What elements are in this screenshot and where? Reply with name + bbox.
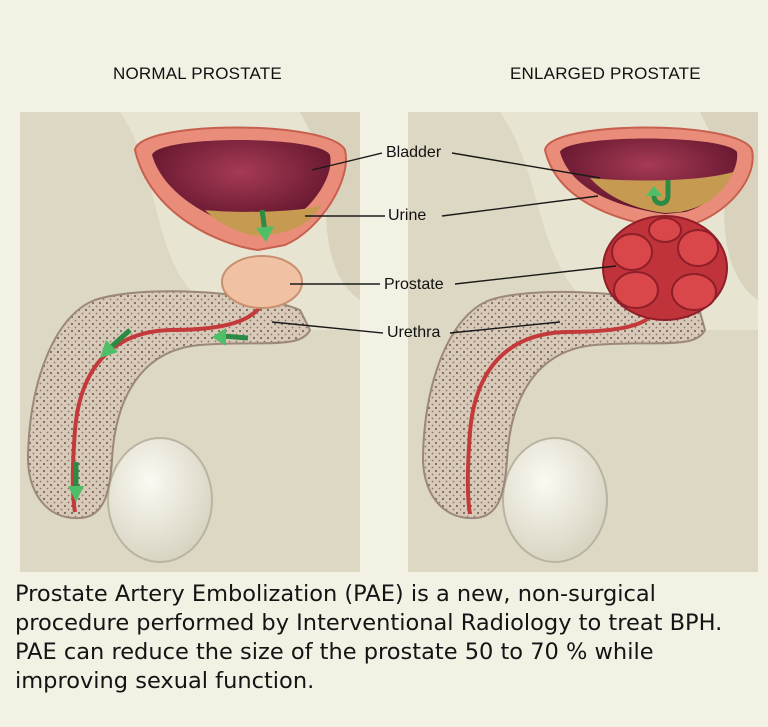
- enlarged-urethra: [465, 299, 664, 515]
- urine-label: Urine: [388, 207, 427, 224]
- urethra-leader-left: [271, 321, 384, 334]
- enlarged-testicle: [502, 437, 608, 563]
- normal-testicle: [107, 437, 213, 563]
- prostate-lobe: [613, 271, 659, 309]
- prostate-leader-right: [454, 265, 617, 285]
- bladder-leader-left: [311, 152, 383, 171]
- normal-arrow-head-4: [68, 486, 84, 502]
- enlarged-blocked-flow-arrow: [651, 180, 671, 206]
- normal-prostate: [221, 255, 303, 309]
- enlarged-prostate: [602, 215, 728, 321]
- normal-arrow-head-3: [100, 340, 118, 358]
- enlarged-penis-tissue: [421, 290, 707, 520]
- prostate-lobe: [611, 233, 653, 271]
- normal-panel: [20, 112, 360, 572]
- urethra-label: Urethra: [387, 324, 441, 341]
- bladder-leader-right: [451, 152, 601, 179]
- normal-bladder-interior: [152, 140, 331, 231]
- enlarged-panel: [408, 112, 758, 572]
- normal-penis-tissue: [26, 290, 312, 520]
- normal-prostate-title: NORMAL PROSTATE: [113, 64, 282, 83]
- enlarged-prostate-title: ENLARGED PROSTATE: [510, 64, 701, 83]
- urethra-leader-right: [449, 321, 561, 334]
- prostate-lobe: [648, 217, 682, 243]
- caption-text: Prostate Artery Embolization (PAE) is a …: [15, 581, 723, 694]
- urine-leader-right: [441, 195, 599, 217]
- normal-flow-arrow-2: [221, 333, 249, 341]
- normal-arrow-head-1: [256, 226, 274, 242]
- prostate-lobe: [671, 273, 717, 311]
- prostate-label: Prostate: [384, 276, 444, 293]
- leader-lines: [271, 152, 617, 334]
- normal-arrow-head-2: [212, 328, 226, 346]
- enlarged-arrow-head: [646, 186, 662, 196]
- prostate-lobe: [677, 229, 719, 267]
- bladder-label: Bladder: [386, 144, 442, 161]
- normal-flow-arrow-3: [108, 328, 132, 350]
- enlarged-urine: [590, 172, 733, 213]
